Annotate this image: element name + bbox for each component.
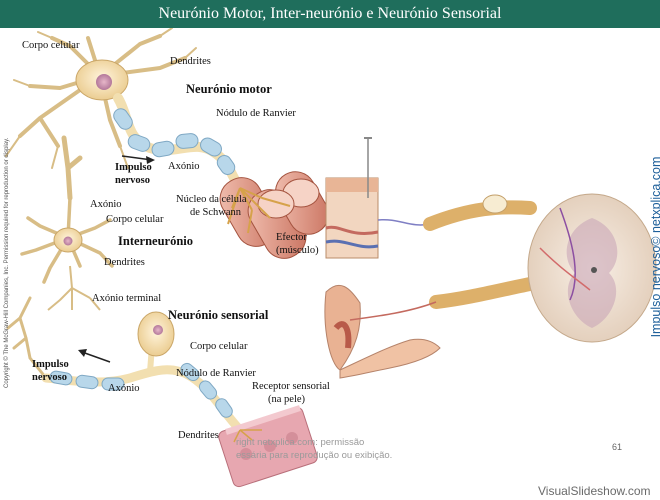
inter-axon-terminal-label: Axónio terminal — [92, 293, 162, 304]
effector-label-2: (músculo) — [276, 245, 319, 256]
side-credit: Impulso nervoso© netxplica.com — [649, 156, 660, 338]
sensory-impulse-label-1: Impulso — [32, 359, 69, 370]
page-number: 61 — [612, 442, 623, 452]
watermark-line-2: essária para reprodução ou exibição. — [236, 450, 393, 461]
inter-axon-terminal — [47, 265, 101, 311]
sensory-impulse-label-2: nervoso — [32, 372, 67, 383]
watermark: right netxplica.com: permissão essária p… — [236, 436, 392, 462]
sensory-node-label: Nódulo de Ranvier — [176, 368, 256, 379]
schwann-label-2: de Schwann — [190, 207, 242, 218]
inter-dendrites-label: Dendrites — [104, 257, 145, 268]
sensory-neuron-title: Neurónio sensorial — [168, 308, 269, 322]
slide-title: Neurónio Motor, Inter-neurónio e Neuróni… — [0, 0, 660, 28]
sensory-impulse-arrow — [81, 351, 111, 363]
interneuron — [20, 135, 114, 284]
skin-receptor — [218, 405, 318, 488]
inter-axon-label: Axónio — [90, 199, 122, 210]
sensory-neuron-left — [6, 296, 48, 380]
motor-terminals — [227, 187, 291, 234]
copyright-notice: Copyright © The McGraw-Hill Companies, I… — [4, 137, 10, 388]
motor-impulse-label-2: nervoso — [115, 175, 150, 186]
motor-myelin — [113, 108, 236, 175]
motor-nucleus — [96, 74, 112, 90]
motor-neuron-title: Neurónio motor — [186, 82, 272, 96]
arm — [324, 284, 441, 379]
sensory-dendrites-label: Dendrites — [178, 430, 219, 441]
motor-impulse-label-1: Impulso — [115, 162, 152, 173]
motor-axon-label: Axónio — [168, 161, 200, 172]
dorsal-root — [423, 200, 537, 231]
sensory-myelin — [49, 362, 233, 418]
brand-watermark: VisualSlideshow.com — [538, 484, 651, 498]
skin-block — [325, 177, 379, 259]
neuron-illustration — [5, 28, 657, 488]
muscle-effector — [219, 171, 329, 259]
sensory-axon-label: Axónio — [108, 383, 140, 394]
ventral-root — [429, 277, 537, 309]
diagram-stage: Corpo celular Dendrites Neurónio motor N… — [0, 28, 660, 500]
motor-dendrites-label: Dendrites — [170, 56, 211, 67]
interneuron-title: Interneurónio — [118, 234, 193, 248]
receptor-label-2: (na pele) — [268, 394, 306, 405]
schwann-label-1: Núcleo da célula — [176, 194, 247, 205]
effector-label-1: Efector — [276, 232, 307, 243]
motor-cell-body-label: Corpo celular — [22, 40, 80, 51]
inter-cell-body-label: Corpo celular — [106, 214, 164, 225]
inter-nucleus — [63, 236, 73, 246]
motor-node-label: Nódulo de Ranvier — [216, 108, 296, 119]
watermark-line-1: right netxplica.com: permissão — [236, 437, 365, 448]
receptor-label-1: Receptor sensorial — [252, 381, 330, 392]
sensory-cell-body-label: Corpo celular — [190, 341, 248, 352]
